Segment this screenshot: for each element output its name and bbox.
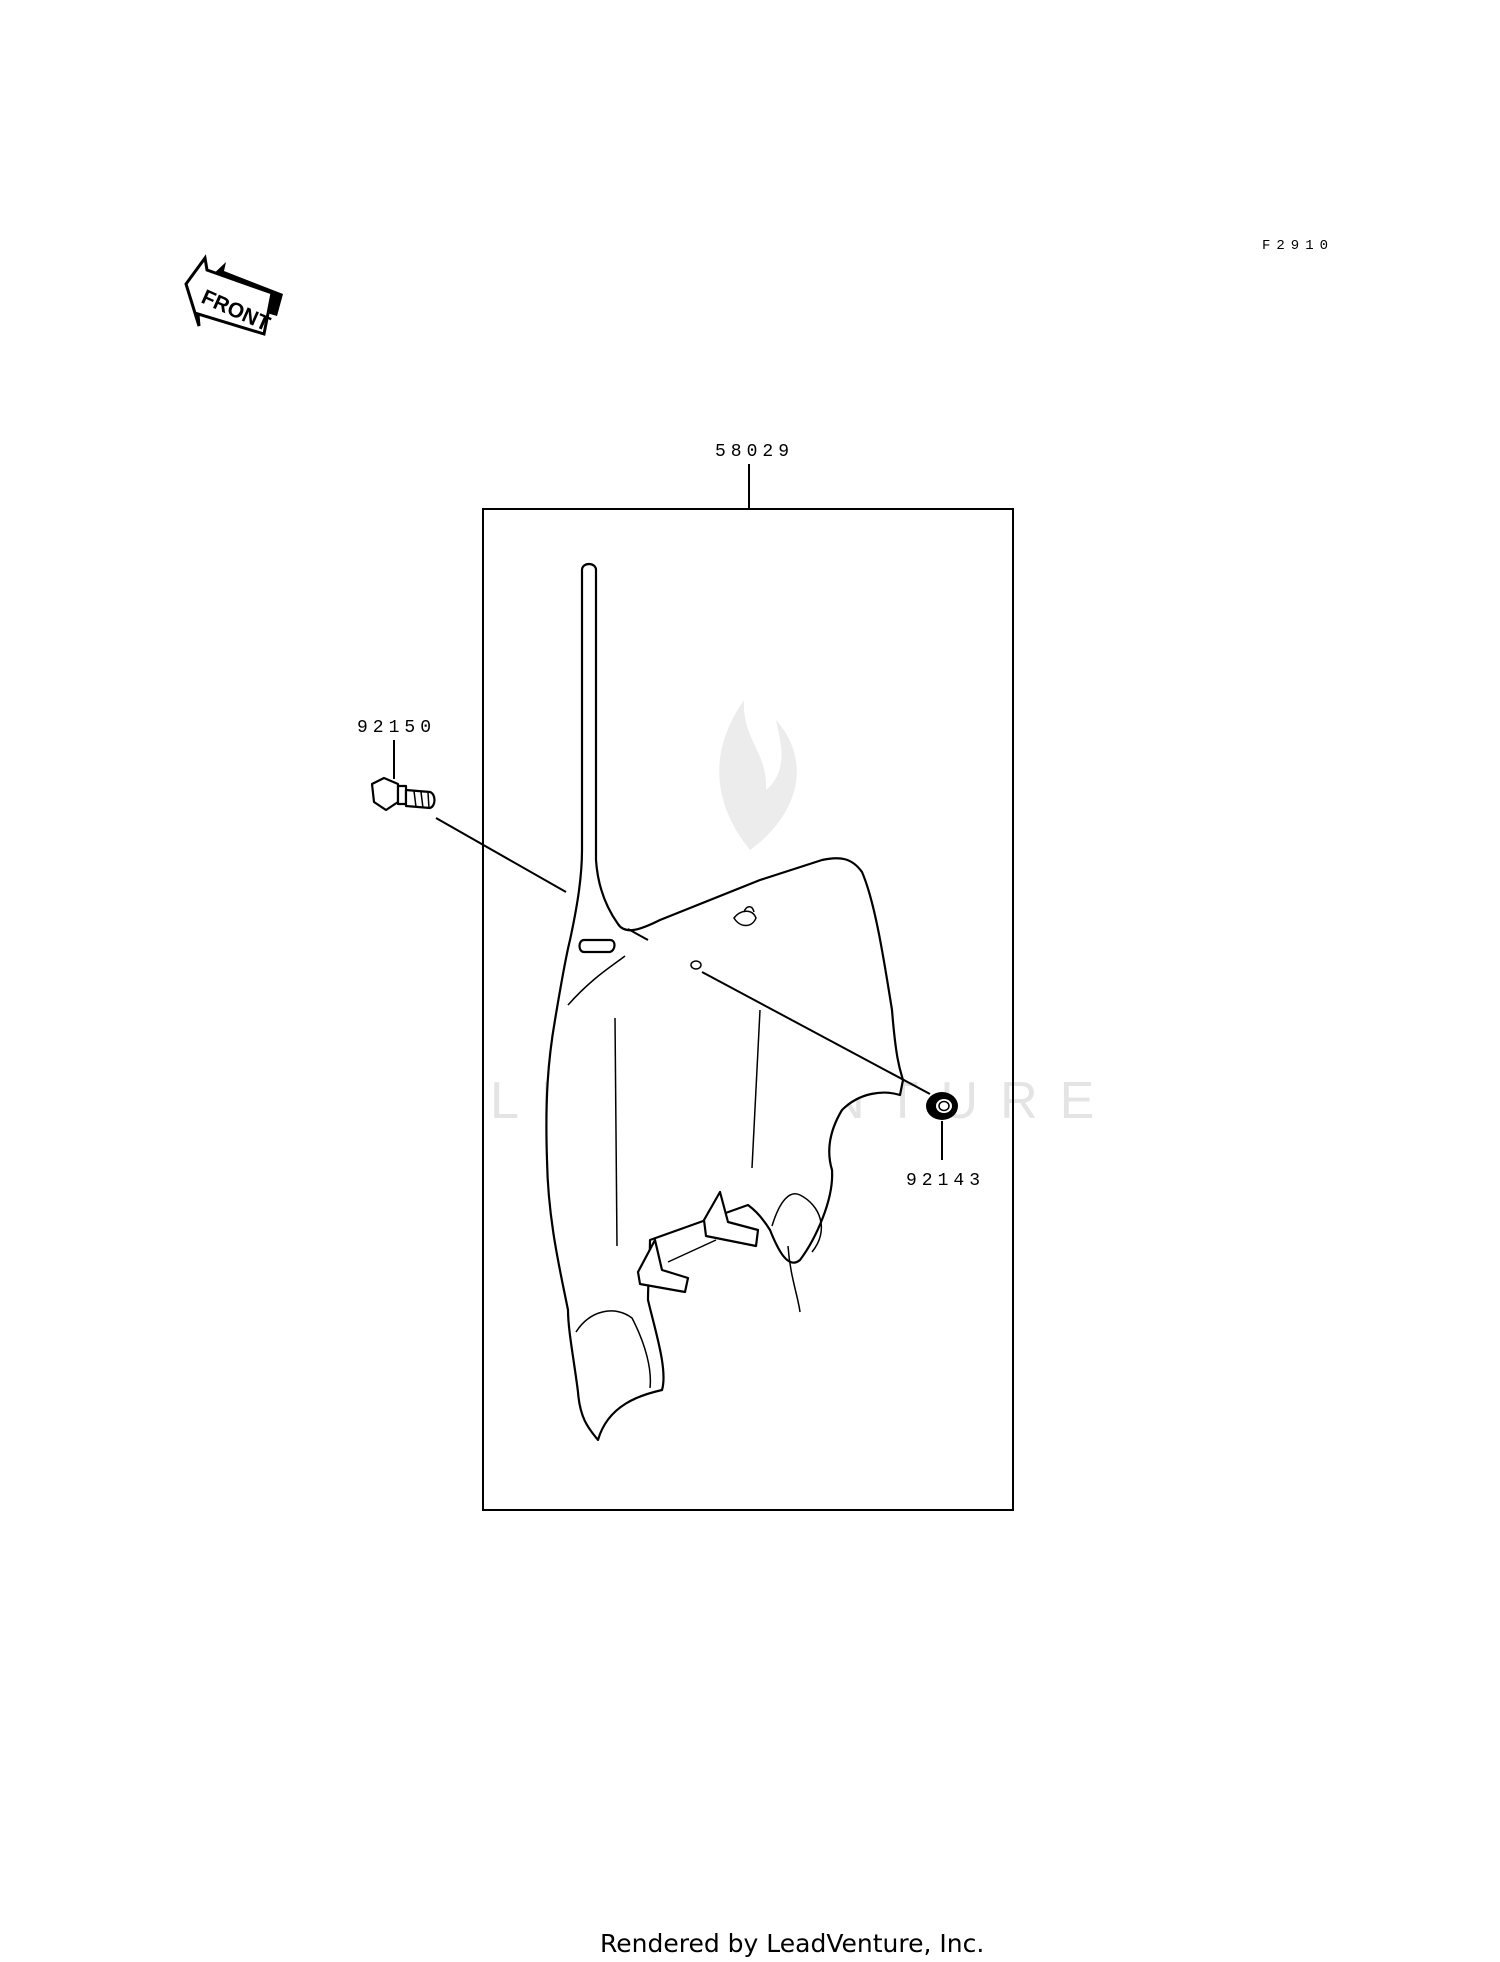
part-number-92143: 92143 xyxy=(906,1171,985,1191)
front-arrow-icon: FRONT xyxy=(184,254,283,336)
part-number-58029: 58029 xyxy=(715,442,794,462)
figure-code: F2910 xyxy=(1262,238,1334,254)
grommet-assembly-line xyxy=(701,971,931,1095)
grommet-part xyxy=(926,1092,958,1120)
bolt-assembly-line xyxy=(435,817,567,893)
number-plate-part xyxy=(545,562,905,1442)
bolt-part xyxy=(370,776,436,812)
footer-credit: Rendered by LeadVenture, Inc. xyxy=(600,1929,984,1958)
part-number-92150: 92150 xyxy=(357,718,436,738)
